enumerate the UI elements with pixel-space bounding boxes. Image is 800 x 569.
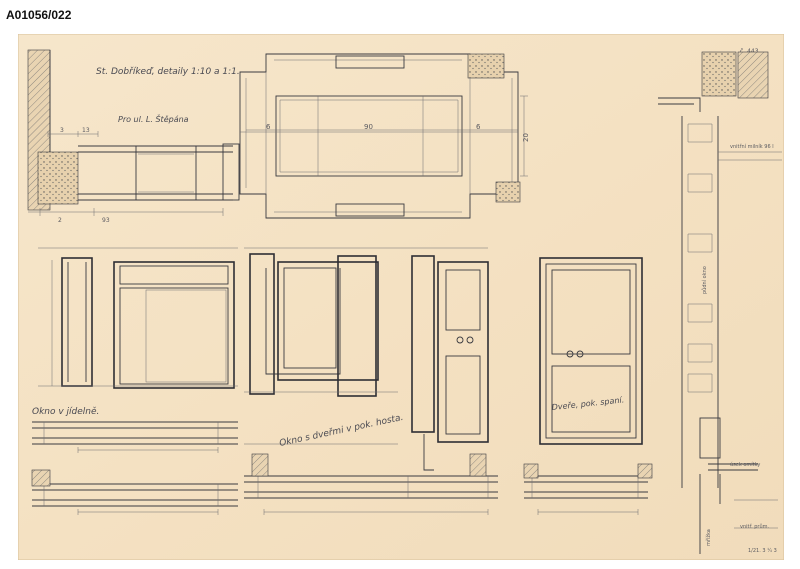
dim-20: 20 (522, 133, 530, 142)
bottom-note: 1/21. 3 ¼ 3 (748, 548, 777, 554)
right-section-detail: vnitřní milník 96 l půdní okno úsek omít… (658, 51, 782, 554)
dim-93: 93 (102, 217, 110, 224)
sheet-note: Pro ul. L. Štěpána (118, 113, 189, 124)
label-window-dining: Okno v jídelně. (32, 406, 99, 417)
dim-2: 2 (58, 217, 62, 224)
side-note-1: vnitřní milník 96 l (730, 143, 774, 150)
paper-background (18, 34, 784, 560)
top-plan-detail: 2 93 3 13 6 90 6 20 (27, 49, 530, 224)
dim-6-left: 6 (266, 123, 271, 131)
svg-text:vnitř. prům.: vnitř. prům. (740, 523, 770, 530)
side-note-3: úsek omítky (730, 461, 760, 468)
dim-6-right: 6 (476, 123, 481, 131)
dim-90: 90 (364, 123, 373, 131)
dim-3: 3 (60, 127, 64, 134)
drawing-sheet: St. Dobříkeď, detaily 1:10 a 1:1. Pro ul… (18, 34, 784, 560)
svg-text:mřížka: mřížka (705, 529, 712, 546)
sheet-number: č. 443 (740, 48, 759, 55)
dim-13: 13 (82, 127, 90, 134)
window-dining-elevation: Okno v jídelně. (31, 247, 238, 515)
side-note-2: půdní okno (701, 266, 708, 294)
archive-id-label: A01056/022 (6, 8, 72, 22)
sheet-title: St. Dobříkeď, detaily 1:10 a 1:1. (96, 67, 240, 77)
